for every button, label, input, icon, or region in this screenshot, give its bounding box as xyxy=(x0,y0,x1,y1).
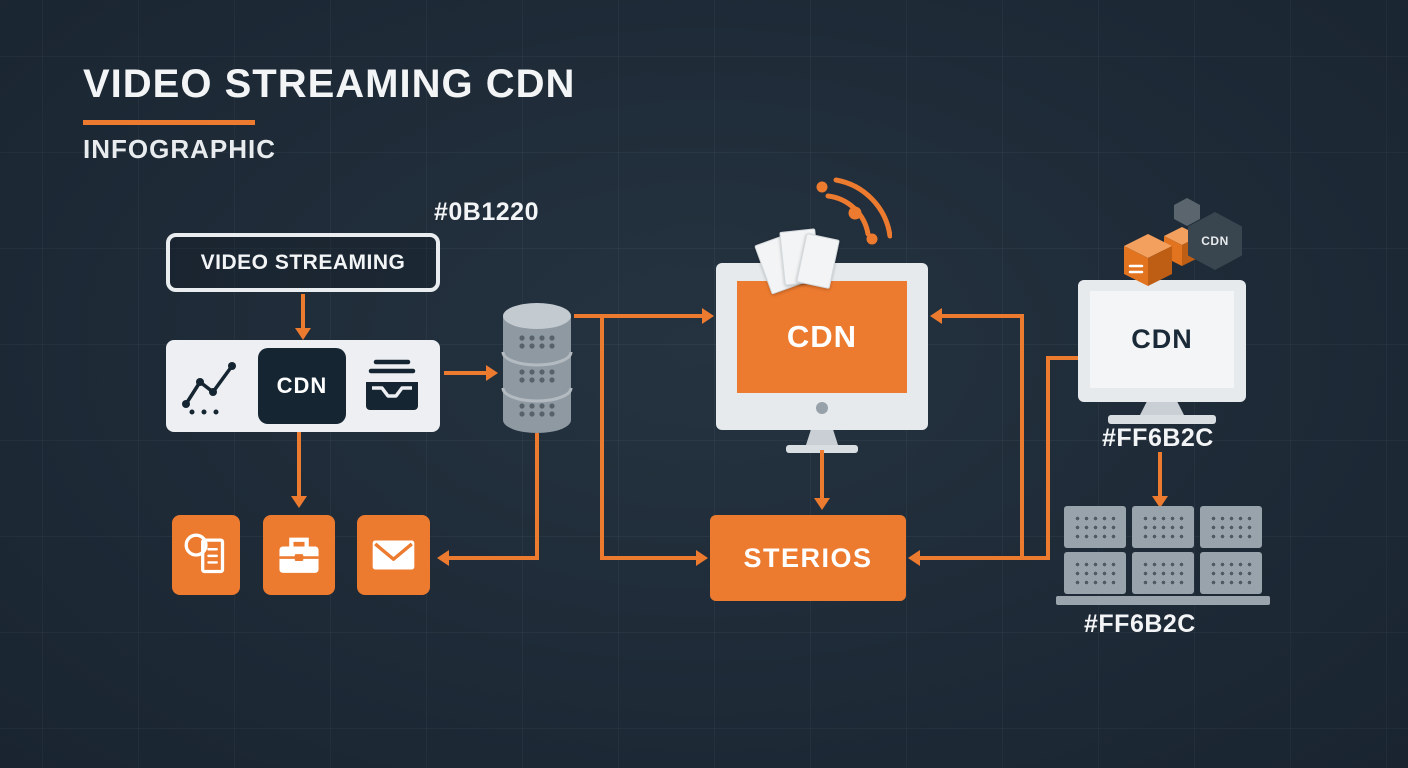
connector-line xyxy=(301,294,305,330)
connector-line xyxy=(920,556,1050,560)
database-hex-label: #0B1220 xyxy=(434,198,539,226)
right-monitor-screen: CDN xyxy=(1090,291,1234,388)
wifi-signal-icon xyxy=(816,177,892,245)
server-rack-icon xyxy=(1132,552,1194,594)
monitor-camera-dot xyxy=(816,402,828,414)
server-rack-icon xyxy=(1200,506,1262,548)
briefcase-icon xyxy=(263,515,335,595)
server-rack-icon xyxy=(1132,506,1194,548)
arrowhead xyxy=(291,496,307,508)
line-chart-icon xyxy=(182,362,236,415)
cdn-chip: CDN xyxy=(258,348,346,424)
title-underline xyxy=(83,120,255,125)
connector-line xyxy=(535,433,539,560)
monitor-base xyxy=(786,445,858,453)
arrowhead xyxy=(486,365,498,381)
hexagon-decoration xyxy=(1174,198,1200,226)
sterios-box: STERIOS xyxy=(710,515,906,601)
cube-stack-icon xyxy=(1124,227,1200,286)
connector-line xyxy=(449,556,539,560)
right-monitor-hex-label: #FF6B2C xyxy=(1102,424,1214,452)
arrowhead xyxy=(702,308,714,324)
connector-line xyxy=(1046,356,1078,360)
arrowhead xyxy=(1152,496,1168,508)
server-rack-icon xyxy=(1064,552,1126,594)
connector-line xyxy=(1020,314,1024,560)
server-rack-base xyxy=(1056,596,1270,605)
connector-line xyxy=(297,432,301,498)
report-icon xyxy=(172,515,240,595)
video-streaming-box: VIDEO STREAMING xyxy=(166,233,440,292)
servers-hex-label: #FF6B2C xyxy=(1084,610,1196,638)
monitor-stand xyxy=(1140,402,1184,415)
monitor-base xyxy=(1108,415,1216,424)
database-cylinder-icon xyxy=(501,303,573,433)
page-subtitle: INFOGRAPHIC xyxy=(83,134,276,164)
connector-line xyxy=(942,314,1024,318)
inbox-icon xyxy=(366,359,418,410)
server-rack-icon xyxy=(1200,552,1262,594)
arrowhead xyxy=(437,550,449,566)
connector-line xyxy=(574,314,704,318)
connector-line xyxy=(444,371,488,375)
center-monitor-screen: CDN xyxy=(737,281,907,393)
envelope-icon xyxy=(357,515,430,595)
arrowhead xyxy=(930,308,942,324)
page-title: VIDEO STREAMING CDN xyxy=(83,62,576,106)
server-rack-icon xyxy=(1064,506,1126,548)
connector-line xyxy=(600,314,604,560)
monitor-stand xyxy=(806,430,838,445)
connector-line xyxy=(1046,356,1050,560)
arrowhead xyxy=(696,550,708,566)
arrowhead xyxy=(908,550,920,566)
connector-line xyxy=(820,450,824,500)
arrowhead xyxy=(814,498,830,510)
connector-line xyxy=(604,556,698,560)
arrowhead xyxy=(295,328,311,340)
connector-line xyxy=(1158,452,1162,498)
